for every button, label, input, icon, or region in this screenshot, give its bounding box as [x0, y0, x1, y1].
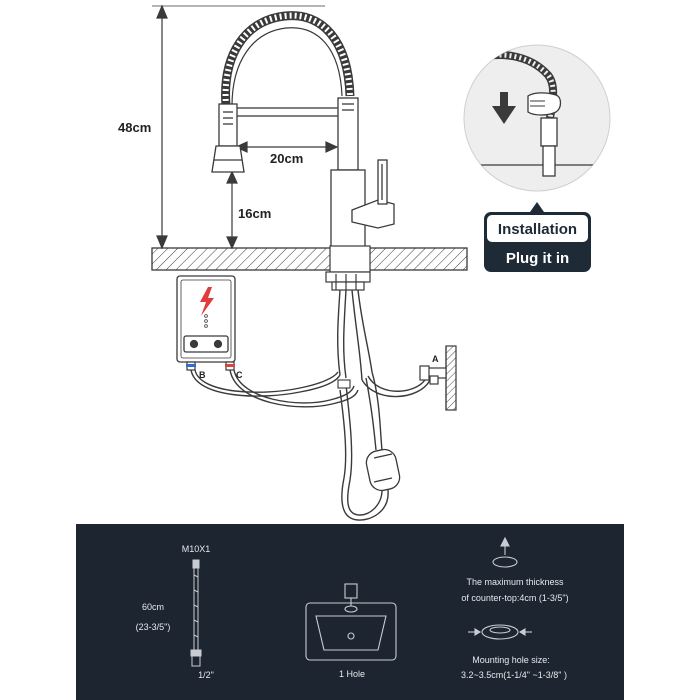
thickness-icon — [492, 536, 518, 568]
height-label: 48cm — [118, 120, 151, 135]
spout-clearance-dimension — [226, 170, 238, 250]
hose-clip — [337, 379, 351, 389]
connector-b-label: B — [199, 370, 206, 380]
installation-subtitle: Plug it in — [506, 250, 569, 267]
hole-count-label: 1 Hole — [339, 669, 365, 679]
arrow-down-icon — [492, 92, 516, 124]
reach-label: 20cm — [270, 151, 303, 166]
lightning-icon — [200, 287, 214, 316]
hose-weight — [365, 448, 401, 492]
sink-illustration — [305, 583, 397, 661]
installation-badge: Installation Plug it in — [484, 202, 591, 272]
hole-size-icon — [468, 624, 532, 640]
faucet — [211, 11, 395, 251]
connector-c-label: C — [236, 370, 243, 380]
hole-size-line-1: Mounting hole size: — [472, 655, 550, 665]
height-dimension — [152, 4, 325, 250]
countertop — [151, 245, 468, 273]
heater-outlets — [186, 361, 235, 371]
mounting-nut — [325, 271, 371, 291]
angle-valve — [419, 345, 457, 411]
spout-clearance-label: 16cm — [238, 206, 271, 221]
hose-length-inch-label: (23-3/5") — [136, 622, 171, 632]
supply-hoses — [190, 289, 431, 521]
hose-illustration — [190, 559, 202, 667]
connector-a-label: A — [432, 354, 439, 364]
hose-thread-label: M10X1 — [182, 544, 211, 554]
reach-dimension — [234, 141, 339, 153]
installation-detail-circle — [463, 44, 611, 192]
thickness-line-1: The maximum thickness — [466, 577, 564, 587]
hose-length-label: 60cm — [142, 602, 164, 612]
thickness-line-2: of counter-top:4cm (1-3/5") — [461, 593, 568, 603]
hose-fitting-label: 1/2" — [198, 670, 214, 680]
installation-title: Installation — [498, 221, 577, 238]
water-heater — [176, 275, 236, 363]
hole-size-line-2: 3.2~3.5cm(1-1/4" ~1-3/8" ) — [461, 670, 567, 680]
